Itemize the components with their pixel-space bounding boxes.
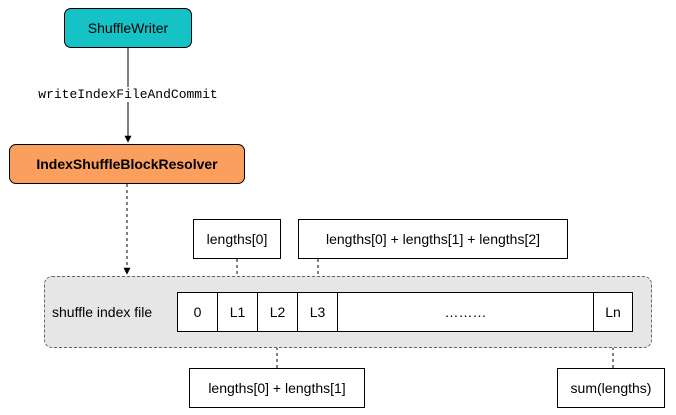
index-cell-l2: L2 — [257, 292, 298, 332]
index-cell-l1: L1 — [217, 292, 258, 332]
index-cell-l3: L3 — [297, 292, 338, 332]
lengths-0-1-box: lengths[0] + lengths[1] — [189, 368, 365, 408]
index-shuffle-block-resolver-node: IndexShuffleBlockResolver — [9, 144, 245, 184]
shuffle-writer-node: ShuffleWriter — [64, 8, 192, 48]
write-index-edge-label: writeIndexFileAndCommit — [28, 87, 228, 102]
lengths-0-1-2-box: lengths[0] + lengths[1] + lengths[2] — [298, 219, 568, 259]
shuffle-index-file-label: shuffle index file — [52, 304, 153, 320]
index-cell-0: 0 — [177, 292, 218, 332]
index-cell-ln: Ln — [593, 292, 633, 332]
sum-lengths-box: sum(lengths) — [557, 368, 665, 408]
lengths-0-box: lengths[0] — [193, 219, 281, 259]
index-cell-ellipsis: ……… — [337, 292, 594, 332]
